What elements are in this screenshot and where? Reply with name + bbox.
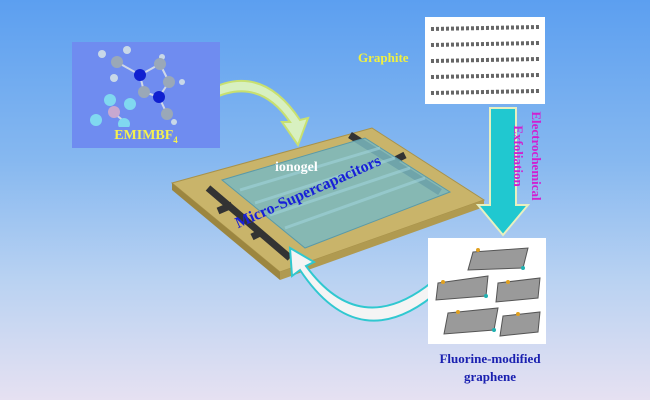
emimbf4-molecule-panel: EMIMBF4 <box>72 42 220 148</box>
fluorine-graphene-image <box>428 238 546 344</box>
exfoliation-label: Exfoliation <box>511 125 526 187</box>
fluorine-label-line1: Fluorine-modified <box>439 351 541 366</box>
emimbf4-subscript: 4 <box>173 134 178 145</box>
curved-arrow-emim-to-ionogel <box>203 79 310 148</box>
emimbf4-label: EMIMBF4 <box>72 128 220 145</box>
fluorine-label-line2: graphene <box>464 369 516 384</box>
graphite-structure-image <box>425 17 545 104</box>
electrode-left <box>205 185 293 261</box>
ionogel-label: ionogel <box>275 160 318 175</box>
graphite-label: Graphite <box>358 50 409 65</box>
curved-arrow-graphene-to-device <box>288 246 442 322</box>
down-arrow-exfoliation <box>475 107 531 237</box>
substrate-edge <box>172 183 280 280</box>
fluorine-modified-graphene-label: Fluorine-modified graphene <box>420 350 560 386</box>
electrochemical-label: Electrochemical <box>529 111 544 201</box>
emimbf4-molecule-icon <box>90 46 185 130</box>
emimbf4-text: EMIMBF <box>114 128 174 143</box>
